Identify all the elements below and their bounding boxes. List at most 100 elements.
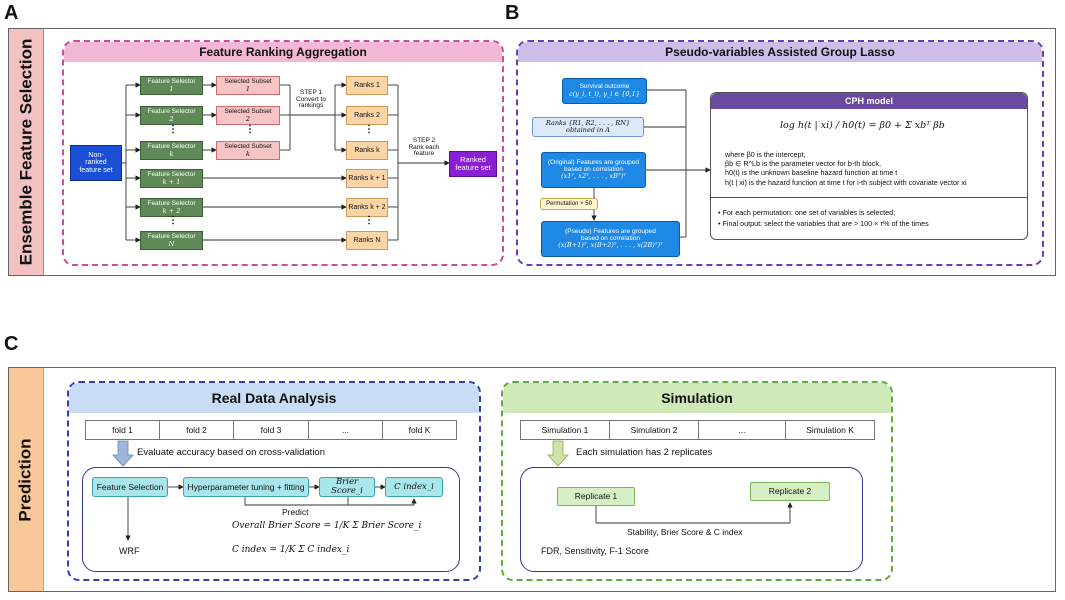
pseudo-vector: (x(B+1)ᵀ, x(B+2)ᵀ, . . . , x(2B)ᵀ)ᵀ bbox=[558, 241, 663, 250]
pseudo-features-node: (Pseudo) Features are grouped based on c… bbox=[541, 221, 680, 257]
overall-brier-formula: Overall Brier Score = 1/K Σ Brier Score_… bbox=[232, 521, 422, 531]
survival-outcome-node: Survival outcome c(y_i, t_i), γ_i ∈ {0,1… bbox=[562, 78, 647, 104]
cv-text: Evaluate accuracy based on cross-validat… bbox=[137, 447, 325, 458]
subset-index: 2 bbox=[245, 114, 251, 123]
non-ranked-feature-set: Non- ranked feature set bbox=[70, 145, 122, 181]
bottom-frame bbox=[8, 367, 1056, 592]
selector-name: Feature Selector bbox=[147, 107, 196, 115]
step2-line3: feature bbox=[413, 150, 435, 158]
feature-selector-2: Feature Selector 2 bbox=[140, 106, 203, 125]
selector-dots: ⋮ bbox=[168, 124, 178, 135]
selected-subset-1: Selected Subset 1 bbox=[216, 76, 280, 95]
orig-vector: (x1ᵀ, x2ᵀ, . . . , xBᵀ)ᵀ bbox=[561, 172, 626, 181]
cph-formula: log h(t | xi) / h0(t) = β0 + Σ xbᵀ βb bbox=[780, 120, 945, 131]
subset-index: k bbox=[246, 149, 250, 158]
step2-line1: STEP 2 bbox=[412, 136, 436, 144]
input-line-3: feature set bbox=[79, 166, 113, 174]
brier-score-node: Brier Score_i bbox=[319, 477, 375, 497]
selector-name: Feature Selector bbox=[147, 232, 196, 240]
orig-line-1: (Original) Features are grouped bbox=[547, 158, 640, 166]
pseudo-line-1: (Pseudo) Features are grouped bbox=[565, 227, 656, 235]
survival-title: Survival outcome bbox=[579, 83, 630, 91]
ranked-feature-set: Ranked feature set bbox=[449, 151, 497, 177]
replicate-1-node: Replicate 1 bbox=[557, 487, 635, 506]
step1-label: STEP 1 Convert to rankings bbox=[288, 86, 334, 114]
selector-index: N bbox=[168, 239, 175, 248]
ranks-k: Ranks k bbox=[346, 141, 388, 160]
c-index-formula: C index = 1/K Σ C index_i bbox=[232, 545, 350, 555]
ranks-obtained-node: Ranks {R1, R2, . . . , RN} obtained in A bbox=[532, 117, 644, 137]
step1-line1: STEP 1 bbox=[299, 88, 323, 96]
real-data-title: Real Data Analysis bbox=[69, 383, 479, 413]
ranks-obtained-text: Ranks {R1, R2, . . . , RN} obtained in A bbox=[545, 119, 631, 134]
ranks-k-plus-1: Ranks k + 1 bbox=[346, 169, 388, 188]
selector-dots-2: ⋮ bbox=[168, 215, 178, 226]
panel-a-title: Feature Ranking Aggregation bbox=[64, 42, 502, 62]
sim-down-arrow bbox=[547, 440, 569, 467]
feature-selector-1: Feature Selector 1 bbox=[140, 76, 203, 95]
selector-name: Feature Selector bbox=[147, 142, 196, 150]
feature-selector-k: Feature Selector k bbox=[140, 141, 203, 160]
subset-index: 1 bbox=[245, 84, 251, 93]
where-line-2: βb ∈ R^Lb is the parameter vector for b-… bbox=[725, 159, 881, 169]
fold-2: fold 2 bbox=[159, 420, 234, 440]
selector-name: Feature Selector bbox=[147, 77, 196, 85]
survival-formula: c(y_i, t_i), γ_i ∈ {0,1} bbox=[569, 90, 640, 98]
output-line-2: feature set bbox=[455, 163, 491, 172]
ensemble-sidebar: Ensemble Feature Selection bbox=[9, 29, 44, 275]
simulation-1: Simulation 1 bbox=[520, 420, 610, 440]
panel-a-frame bbox=[62, 40, 504, 266]
cph-bullets: • For each permutation: one set of varia… bbox=[718, 208, 1024, 230]
real-data-frame bbox=[67, 381, 481, 581]
feature-selector-k-plus-1: Feature Selector k + 1 bbox=[140, 169, 203, 188]
subset-dots: ⋮ bbox=[245, 124, 255, 135]
subset-name: Selected Subset bbox=[224, 142, 272, 150]
selector-index: k + 1 bbox=[162, 177, 181, 186]
selector-index: 2 bbox=[169, 114, 174, 123]
selector-index: 1 bbox=[169, 84, 174, 93]
simulation-ellipsis: ... bbox=[698, 420, 786, 440]
selected-subset-2: Selected Subset 2 bbox=[216, 106, 280, 125]
orig-line-2: based on correlation bbox=[564, 165, 623, 173]
selector-index: k + 2 bbox=[162, 206, 181, 215]
bullet-2-text: Final output: select the variables that … bbox=[722, 218, 929, 228]
output-line-1: Ranked bbox=[460, 155, 486, 165]
replicates-text: Each simulation has 2 replicates bbox=[576, 447, 713, 458]
simulation-inner-frame bbox=[520, 467, 863, 572]
bullet-2: • Final output: select the variables tha… bbox=[718, 218, 929, 228]
bullet-1-text: For each permutation: one set of variabl… bbox=[722, 208, 896, 217]
panel-letter-b: B bbox=[505, 2, 520, 24]
where-line-4: h(t | xi) is the hazard function at time… bbox=[725, 177, 967, 187]
cv-down-arrow bbox=[112, 440, 134, 467]
cph-where-block: where β0 is the intercept, βb ∈ R^Lb is … bbox=[725, 150, 1025, 187]
ranks-2: Ranks 2 bbox=[346, 106, 388, 125]
hyperparameter-node: Hyperparameter tuning + fitting bbox=[183, 477, 309, 497]
simulation-2: Simulation 2 bbox=[609, 420, 699, 440]
cph-model-box bbox=[710, 92, 1028, 240]
fold-k: fold K bbox=[382, 420, 457, 440]
permutation-badge: Permutation × 50 bbox=[540, 198, 598, 210]
fold-3: fold 3 bbox=[233, 420, 309, 440]
feature-selection-node: Feature Selection bbox=[92, 477, 168, 497]
simulation-k: Simulation K bbox=[785, 420, 875, 440]
ranks-k-plus-2: Ranks k + 2 bbox=[346, 198, 388, 217]
panel-b-frame bbox=[516, 40, 1044, 266]
fdr-label: FDR, Sensitivity, F-1 Score bbox=[541, 546, 649, 556]
ranks-dots: ⋮ bbox=[364, 124, 374, 135]
c-index-node: C index_i bbox=[385, 477, 443, 497]
simulation-title: Simulation bbox=[503, 383, 891, 413]
cph-title: CPH model bbox=[711, 93, 1027, 109]
top-frame bbox=[8, 28, 1056, 276]
replicate-2-node: Replicate 2 bbox=[750, 482, 830, 501]
ranks-1: Ranks 1 bbox=[346, 76, 388, 95]
bullet-1: • For each permutation: one set of varia… bbox=[718, 208, 896, 217]
original-features-node: (Original) Features are grouped based on… bbox=[541, 152, 646, 188]
selector-index: k bbox=[169, 149, 174, 158]
prediction-sidebar: Prediction bbox=[9, 368, 44, 591]
input-line-1: Non- bbox=[88, 151, 104, 159]
where-line-1: where β0 is the intercept, bbox=[725, 150, 806, 159]
panel-letter-a: A bbox=[4, 2, 19, 24]
selector-name: Feature Selector bbox=[147, 170, 196, 178]
simulation-frame bbox=[501, 381, 893, 581]
